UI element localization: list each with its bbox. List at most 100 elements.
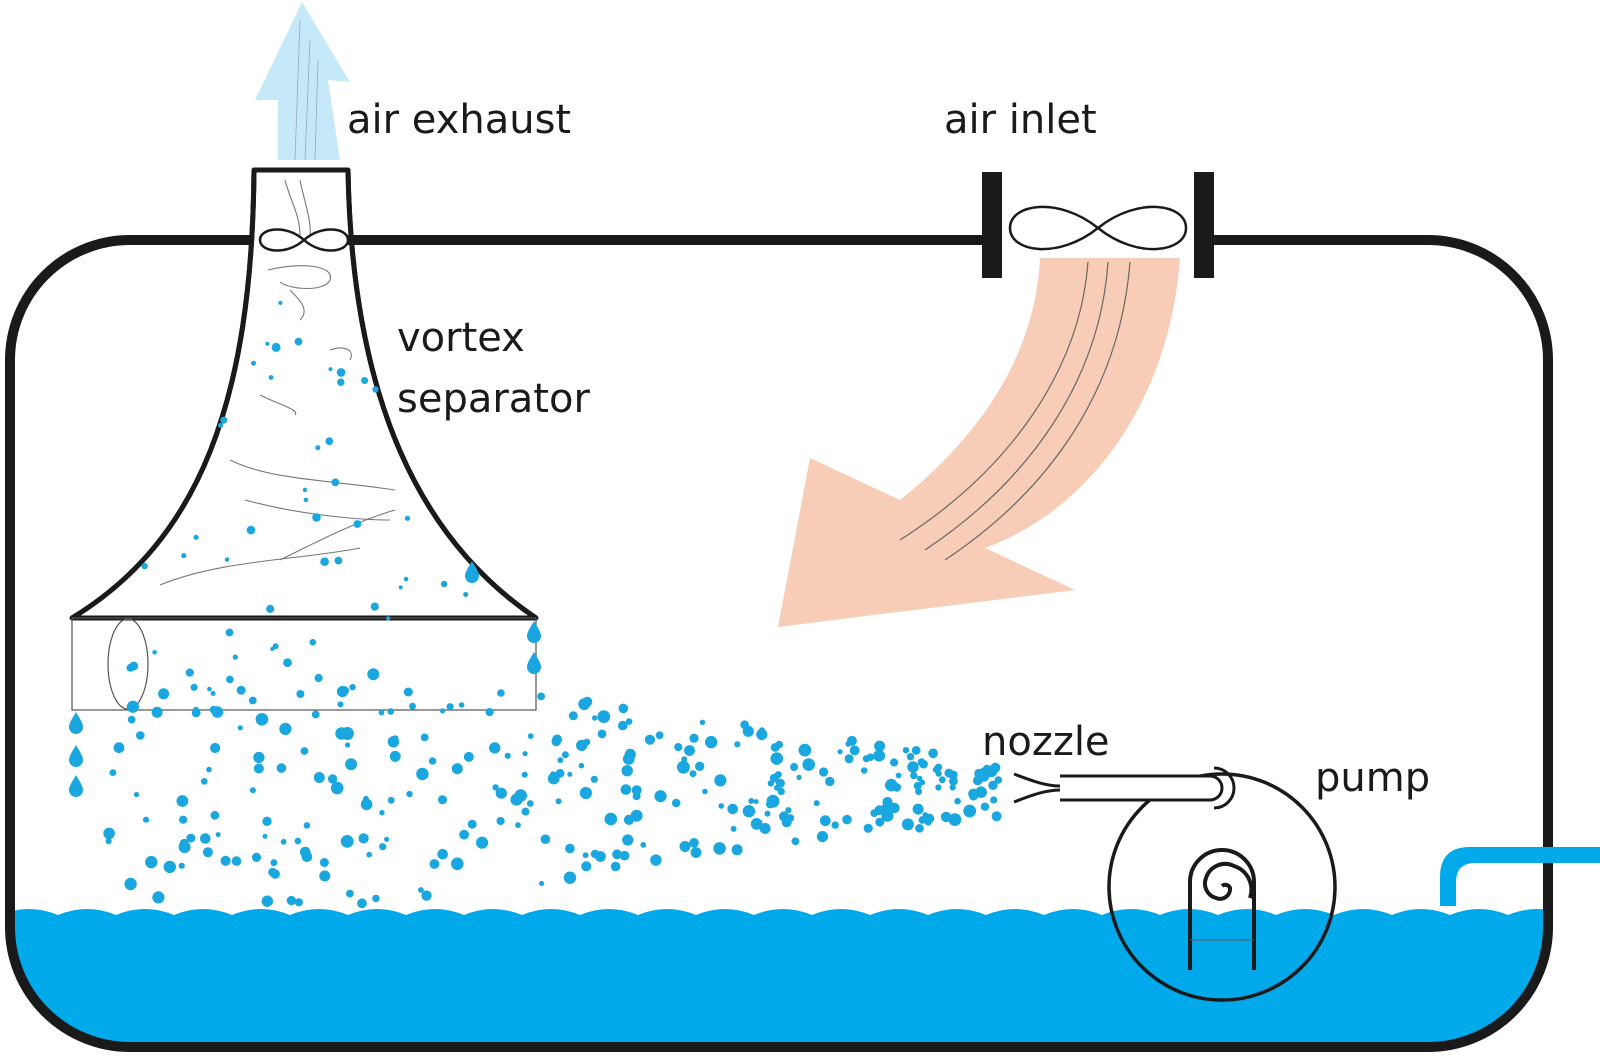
spray-droplet xyxy=(910,771,918,780)
separator-droplet xyxy=(141,562,148,570)
spray-droplet xyxy=(372,894,380,903)
spray-droplet xyxy=(671,798,681,808)
spray-droplet xyxy=(862,755,871,763)
spray-droplet xyxy=(232,654,238,660)
spray-droplet xyxy=(420,733,429,742)
spray-droplet xyxy=(237,725,243,731)
spray-droplet xyxy=(579,786,593,800)
spray-droplet xyxy=(917,758,926,767)
spray-droplet xyxy=(713,842,726,855)
spray-droplet xyxy=(819,815,831,827)
air-inlet-label: air inlet xyxy=(944,97,1097,143)
spray-droplet xyxy=(774,771,782,779)
spray-droplet xyxy=(202,847,213,858)
separator-droplet xyxy=(207,686,212,692)
spray-droplet xyxy=(206,766,212,773)
spray-droplet xyxy=(831,821,839,829)
spray-droplet xyxy=(927,815,934,822)
spray-droplet xyxy=(911,746,921,755)
spray-droplet xyxy=(429,859,440,869)
spray-droplet xyxy=(590,849,600,859)
separator-droplet xyxy=(224,557,230,562)
spray-droplet xyxy=(689,770,697,778)
spray-droplet xyxy=(915,788,923,795)
water-body xyxy=(8,909,1550,1047)
separator-droplet xyxy=(181,553,187,559)
spray-droplet xyxy=(253,763,264,774)
spray-droplet xyxy=(650,854,662,866)
air-inlet-fan xyxy=(982,172,1214,278)
vortex-label-line2: separator xyxy=(397,376,590,422)
spray-droplet xyxy=(679,841,691,852)
spray-droplet xyxy=(618,720,628,731)
spray-droplet xyxy=(620,784,632,795)
spray-droplet xyxy=(387,736,400,748)
spray-droplet xyxy=(604,812,618,826)
spray-droplet xyxy=(458,702,465,708)
spray-droplet xyxy=(949,784,956,791)
spray-droplet xyxy=(136,731,145,740)
spray-droplet xyxy=(294,837,302,845)
spray-droplet xyxy=(621,765,633,777)
spray-droplet xyxy=(590,775,598,783)
spray-droplet xyxy=(510,793,523,806)
separator-droplet xyxy=(272,643,279,650)
spray-droplet xyxy=(756,728,768,741)
spray-droplet xyxy=(301,851,313,862)
spray-droplet xyxy=(901,818,914,831)
spray-droplet xyxy=(990,796,998,804)
separator-droplet xyxy=(226,675,234,684)
spray-droplet xyxy=(438,795,447,805)
spray-droplet xyxy=(935,770,942,777)
spray-droplet xyxy=(767,780,775,787)
spray-droplet xyxy=(912,803,924,815)
spray-droplet xyxy=(935,784,942,791)
spray-droplet xyxy=(126,700,139,713)
spray-droplet xyxy=(403,687,413,697)
spray-droplet xyxy=(796,774,802,781)
separator-droplet xyxy=(440,580,448,588)
spray-droplet xyxy=(906,753,915,761)
spray-droplet xyxy=(311,710,320,719)
spray-droplet xyxy=(384,836,390,842)
spray-droplet xyxy=(495,787,507,799)
falling-drip xyxy=(69,775,83,797)
spray-droplet xyxy=(819,767,829,777)
spray-droplet xyxy=(742,805,756,818)
separator-droplet xyxy=(320,557,329,566)
separator-droplet xyxy=(372,386,379,393)
spray-droplet xyxy=(231,856,242,866)
spray-droplet xyxy=(548,774,558,784)
spray-droplet xyxy=(557,757,564,764)
spray-droplet xyxy=(940,811,952,823)
spray-droplet xyxy=(915,824,924,833)
spray-droplet xyxy=(825,776,835,787)
spray-droplet xyxy=(314,673,323,683)
spray-droplet xyxy=(521,771,528,778)
spray-droplet xyxy=(582,852,589,859)
spray-droplet xyxy=(286,895,297,906)
spray-droplet xyxy=(695,761,705,771)
spray-droplet xyxy=(358,833,369,844)
spray-droplet xyxy=(151,706,163,718)
tank-outline xyxy=(4,235,1553,1052)
spray-droplet xyxy=(689,733,699,743)
separator-droplet xyxy=(303,497,309,503)
spray-droplet xyxy=(816,831,829,843)
separator-droplet xyxy=(312,513,321,522)
water-droplets xyxy=(103,300,1003,909)
spray-droplet xyxy=(133,791,140,798)
spray-droplet xyxy=(907,761,919,773)
spray-droplet xyxy=(689,838,699,848)
separator-droplet xyxy=(152,650,157,655)
exhaust-fan-propeller-icon xyxy=(258,228,350,252)
spray-droplet xyxy=(345,758,358,771)
spray-droplet xyxy=(813,800,820,807)
separator-droplet xyxy=(294,337,303,346)
spray-droplet xyxy=(928,748,938,759)
spray-droplet xyxy=(209,705,218,714)
spray-droplet xyxy=(185,668,194,677)
spray-droplet xyxy=(922,812,929,818)
spray-droplet xyxy=(581,861,592,872)
spray-droplet xyxy=(567,771,573,777)
